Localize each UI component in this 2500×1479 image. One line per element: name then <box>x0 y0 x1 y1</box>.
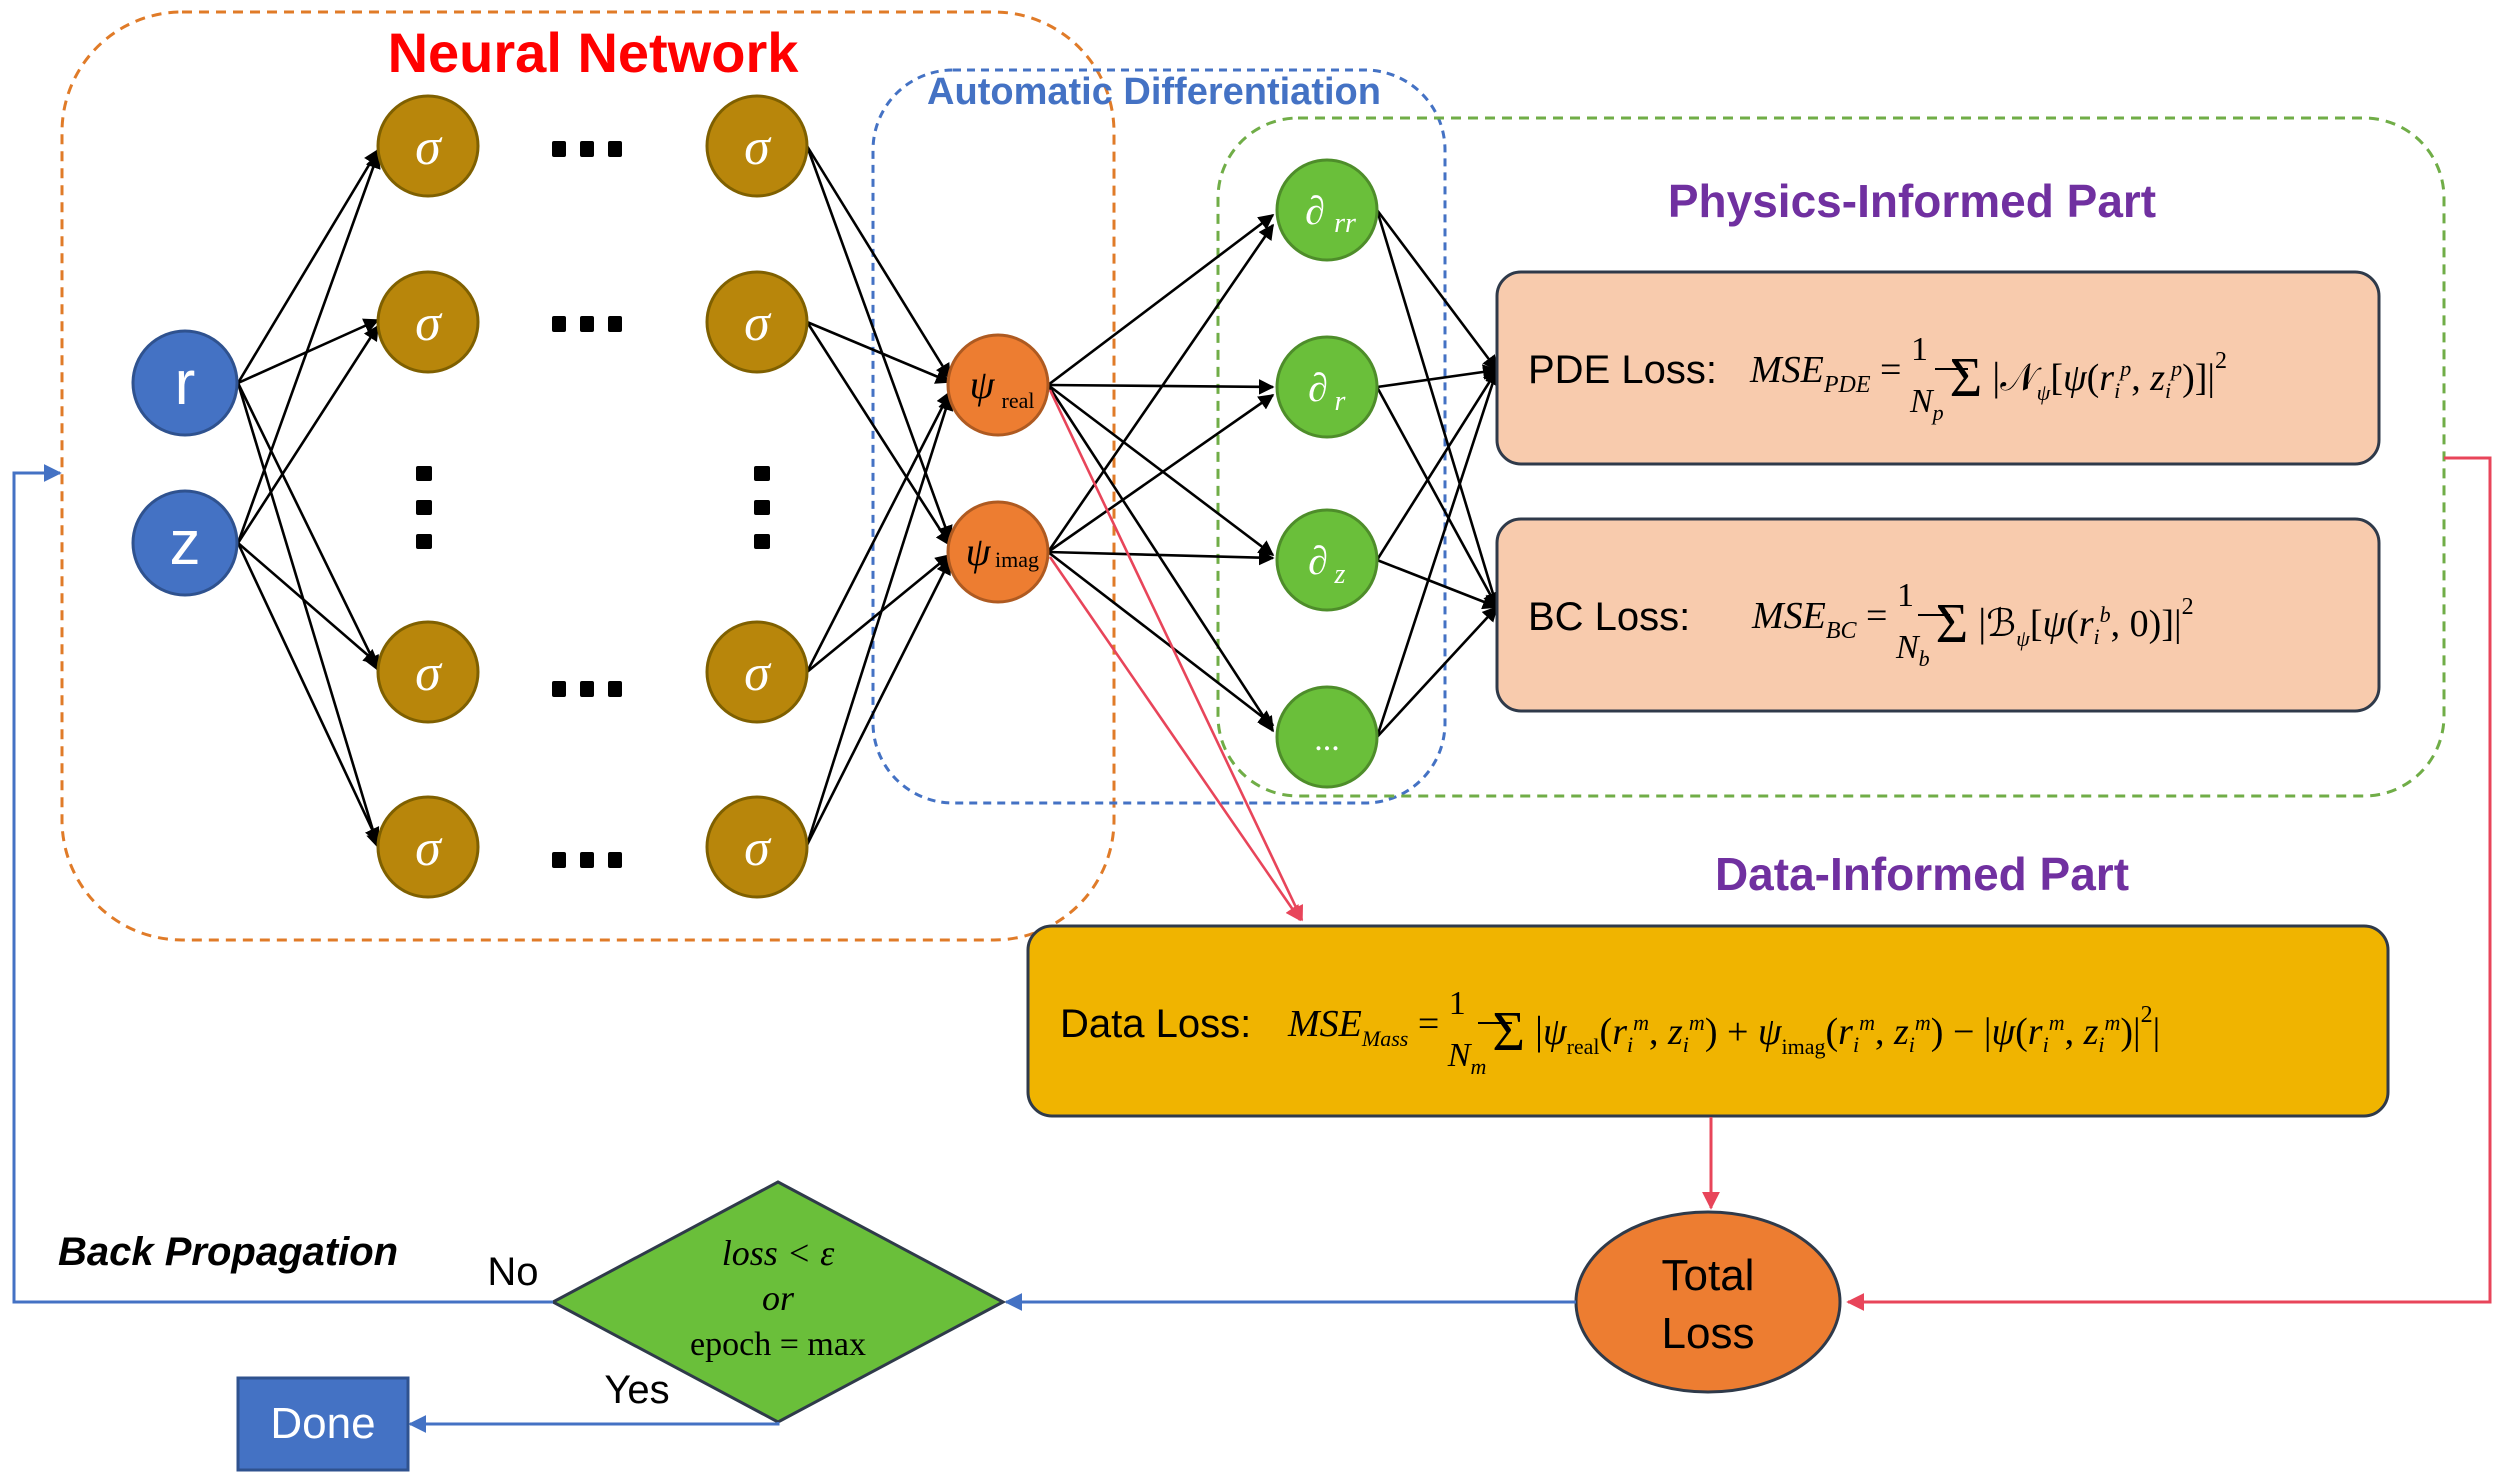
bc-loss-label: BC Loss: <box>1528 595 1690 639</box>
output-node-imag: ψ imag <box>946 500 1050 604</box>
no-label: No <box>487 1250 538 1294</box>
hidden-node: σ <box>376 620 480 724</box>
network-edges <box>236 145 1501 849</box>
hidden-node: σ <box>705 620 809 724</box>
svg-text:...: ... <box>1314 721 1340 758</box>
neural-network-title: Neural Network <box>388 21 800 84</box>
hidden-node: σ <box>705 270 809 374</box>
svg-text:σ: σ <box>415 119 443 176</box>
hidden-node: σ <box>376 795 480 899</box>
output-node-real: ψ real <box>946 333 1050 437</box>
input-node-z: z <box>131 489 239 597</box>
svg-text:σ: σ <box>744 295 772 352</box>
total-loss-line1: Total <box>1662 1251 1755 1300</box>
svg-text:∂: ∂ <box>1308 365 1328 410</box>
svg-text:imag: imag <box>995 547 1039 572</box>
deriv-node-z: ∂ z <box>1275 508 1379 612</box>
neural-network-region <box>60 10 1116 942</box>
stop-condition-diamond: loss < ε or epoch = max <box>549 1180 1007 1424</box>
svg-text:σ: σ <box>415 820 443 877</box>
hidden-node: σ <box>376 94 480 198</box>
data-informed-title: Data-Informed Part <box>1715 848 2129 900</box>
autodiff-title: Automatic Differentiation <box>927 71 1381 113</box>
svg-text:σ: σ <box>744 119 772 176</box>
svg-text:∂: ∂ <box>1305 188 1325 233</box>
input-label-z: z <box>170 509 201 578</box>
imag-to-data-arrow <box>1048 556 1302 922</box>
deriv-node-more: ... <box>1275 685 1379 789</box>
total-loss-node: Total Loss <box>1574 1210 1842 1394</box>
svg-text:ψ: ψ <box>966 529 992 574</box>
deriv-node-r: ∂ r <box>1275 335 1379 439</box>
input-node-r: r <box>131 329 239 437</box>
svg-text:r: r <box>1335 386 1346 417</box>
svg-text:real: real <box>1002 388 1035 413</box>
real-to-data-arrow <box>1048 389 1304 922</box>
done-label: Done <box>270 1399 375 1448</box>
hidden-node: σ <box>705 94 809 198</box>
layer-ellipsis <box>552 141 622 868</box>
condition-line2: or <box>762 1278 795 1318</box>
autodiff-region <box>871 68 1447 805</box>
pde-loss-label: PDE Loss: <box>1528 348 1717 392</box>
svg-text:σ: σ <box>415 295 443 352</box>
condition-line3: epoch = max <box>690 1326 866 1363</box>
done-box: Done <box>236 1376 410 1472</box>
svg-text:rr: rr <box>1334 208 1356 239</box>
physics-title: Physics-Informed Part <box>1668 175 2156 227</box>
yes-label: Yes <box>604 1368 669 1412</box>
svg-text:∂: ∂ <box>1308 538 1328 583</box>
physics-to-total-arrow <box>1846 456 2492 1311</box>
svg-text:z: z <box>1334 559 1346 590</box>
svg-text:σ: σ <box>744 820 772 877</box>
total-loss-line2: Loss <box>1662 1309 1755 1358</box>
svg-text:ψ: ψ <box>970 362 996 407</box>
svg-text:σ: σ <box>415 645 443 702</box>
hidden-node: σ <box>376 270 480 374</box>
hidden-node: σ <box>705 795 809 899</box>
back-propagation-label: Back Propagation <box>58 1230 398 1274</box>
back-propagation-arrow <box>12 464 553 1304</box>
deriv-node-rr: ∂ rr <box>1275 158 1379 262</box>
svg-text:σ: σ <box>744 645 772 702</box>
condition-line1: loss < ε <box>722 1233 835 1273</box>
yes-arrow <box>408 1415 780 1433</box>
input-label-r: r <box>175 349 196 418</box>
data-loss-label: Data Loss: <box>1060 1002 1251 1046</box>
node-ellipsis <box>416 466 770 549</box>
